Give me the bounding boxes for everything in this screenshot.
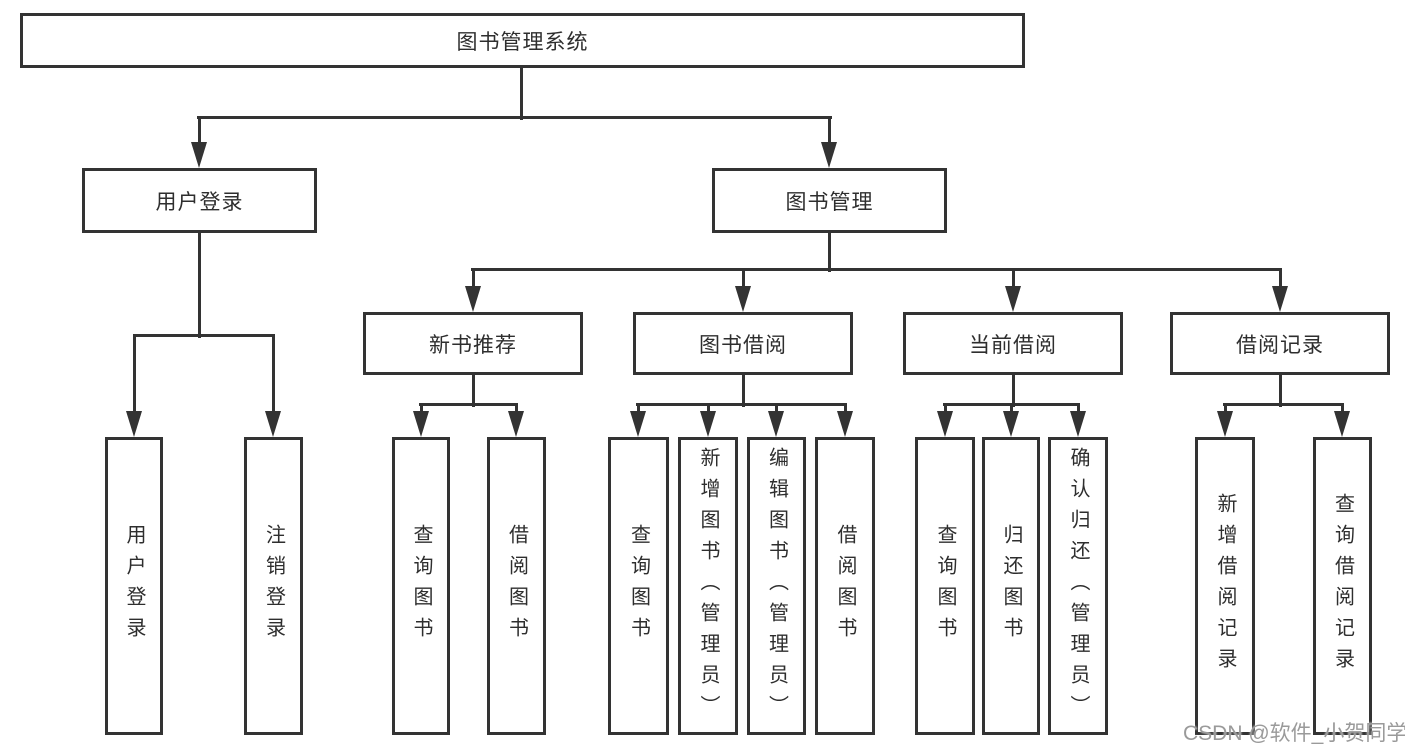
leaf-bb-query-books-label: 查询图书	[627, 524, 650, 648]
leaf-nbr-query-books: 查询图书	[392, 437, 450, 735]
arrowhead-down-icon	[1334, 411, 1350, 437]
leaf-bb-edit-books-admin: 编辑图书（管理员）	[747, 437, 806, 735]
arrowhead-down-icon	[1272, 286, 1288, 312]
leaf-br-add-record-label: 新增借阅记录	[1214, 493, 1236, 679]
arrow-stem	[271, 335, 275, 417]
arrowhead-down-icon	[937, 411, 953, 437]
arrowhead-down-icon	[413, 411, 429, 437]
connector-vline	[1278, 375, 1282, 407]
arrow-stem	[1009, 404, 1013, 417]
leaf-cb-confirm-return-admin-label: 确认归还（管理员）	[1067, 446, 1089, 726]
connector-vline	[471, 375, 475, 407]
node-book-borrow: 图书借阅	[633, 312, 853, 375]
arrowhead-down-icon	[821, 142, 837, 168]
leaf-cb-return-books-label: 归还图书	[1000, 524, 1022, 648]
leaf-br-add-record: 新增借阅记录	[1195, 437, 1255, 735]
leaf-logout: 注销登录	[244, 437, 303, 735]
node-book-borrow-label: 图书借阅	[699, 333, 787, 357]
connector-hbar	[1223, 402, 1344, 406]
arrow-stem	[636, 404, 640, 417]
node-book-management-label: 图书管理	[785, 190, 874, 214]
connector-hbar	[419, 402, 518, 406]
arrow-stem	[741, 269, 745, 292]
leaf-cb-confirm-return-admin: 确认归还（管理员）	[1048, 437, 1108, 735]
node-borrow-records-label: 借阅记录	[1236, 333, 1324, 357]
arrow-stem	[827, 117, 831, 148]
connector-vline	[1011, 375, 1015, 407]
leaf-cb-return-books: 归还图书	[982, 437, 1040, 735]
leaf-br-query-record: 查询借阅记录	[1313, 437, 1372, 735]
arrowhead-down-icon	[1217, 411, 1233, 437]
connector-hbar	[133, 333, 275, 337]
leaf-bb-add-books-admin-label: 新增图书（管理员）	[697, 446, 719, 726]
leaf-user-login-label: 用户登录	[123, 524, 145, 648]
arrow-stem	[1076, 404, 1080, 417]
arrow-stem	[419, 404, 423, 417]
connector-vline	[741, 375, 745, 407]
leaf-bb-borrow-books-label: 借阅图书	[834, 524, 856, 648]
leaf-nbr-borrow-books-label: 借阅图书	[505, 524, 528, 648]
arrow-stem	[706, 404, 710, 417]
arrowhead-down-icon	[1070, 411, 1086, 437]
arrow-stem	[774, 404, 778, 417]
node-user-login: 用户登录	[82, 168, 317, 233]
node-book-management: 图书管理	[712, 168, 947, 233]
arrow-stem	[1340, 404, 1344, 417]
arrowhead-down-icon	[768, 411, 784, 437]
arrowhead-down-icon	[1003, 411, 1019, 437]
node-root-label: 图书管理系统	[456, 30, 589, 54]
leaf-bb-edit-books-admin-label: 编辑图书（管理员）	[765, 446, 788, 726]
arrowhead-down-icon	[508, 411, 524, 437]
arrow-stem	[843, 404, 847, 417]
arrow-stem	[514, 404, 518, 417]
arrowhead-down-icon	[265, 411, 281, 437]
arrow-stem	[1011, 269, 1015, 292]
node-new-book-recommend: 新书推荐	[363, 312, 583, 375]
connector-vline	[827, 233, 831, 272]
arrowhead-down-icon	[837, 411, 853, 437]
leaf-bb-add-books-admin: 新增图书（管理员）	[678, 437, 738, 735]
node-root: 图书管理系统	[20, 13, 1025, 68]
arrow-stem	[1223, 404, 1227, 417]
leaf-user-login: 用户登录	[105, 437, 163, 735]
leaf-cb-query-books: 查询图书	[915, 437, 975, 735]
leaf-cb-query-books-label: 查询图书	[934, 524, 956, 648]
leaf-bb-query-books: 查询图书	[608, 437, 669, 735]
leaf-logout-label: 注销登录	[262, 524, 285, 648]
csdn-watermark: CSDN @软件_小贺同学	[1183, 722, 1405, 745]
node-user-login-label: 用户登录	[155, 190, 244, 214]
arrowhead-down-icon	[630, 411, 646, 437]
leaf-nbr-borrow-books: 借阅图书	[487, 437, 546, 735]
leaf-bb-borrow-books: 借阅图书	[815, 437, 875, 735]
node-current-borrow: 当前借阅	[903, 312, 1123, 375]
arrowhead-down-icon	[1005, 286, 1021, 312]
arrowhead-down-icon	[191, 142, 207, 168]
arrowhead-down-icon	[465, 286, 481, 312]
node-borrow-records: 借阅记录	[1170, 312, 1390, 375]
leaf-br-query-record-label: 查询借阅记录	[1331, 493, 1354, 679]
connector-hbar	[636, 402, 847, 406]
node-new-book-recommend-label: 新书推荐	[429, 333, 517, 357]
connector-hbar	[197, 115, 832, 119]
arrowhead-down-icon	[735, 286, 751, 312]
arrowhead-down-icon	[126, 411, 142, 437]
arrowhead-down-icon	[700, 411, 716, 437]
arrow-stem	[943, 404, 947, 417]
node-current-borrow-label: 当前借阅	[969, 333, 1057, 357]
arrow-stem	[132, 335, 136, 417]
arrow-stem	[197, 117, 201, 148]
arrow-stem	[471, 269, 475, 292]
connector-hbar	[471, 267, 1282, 271]
arrow-stem	[1278, 269, 1282, 292]
connector-vline	[197, 233, 201, 338]
connector-vline	[519, 68, 523, 120]
leaf-nbr-query-books-label: 查询图书	[410, 524, 432, 648]
